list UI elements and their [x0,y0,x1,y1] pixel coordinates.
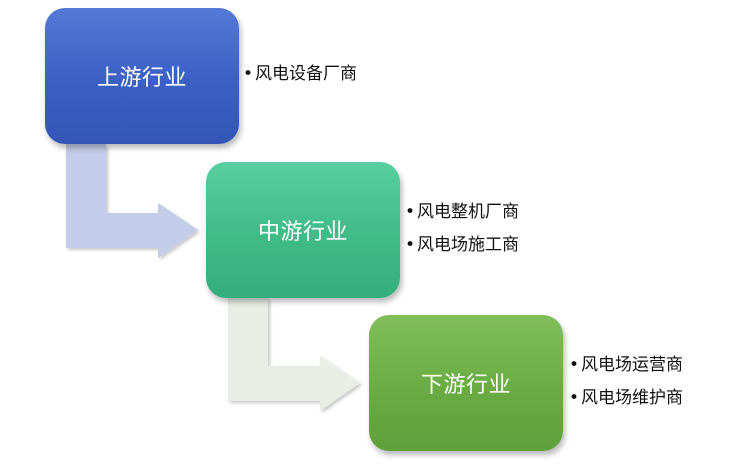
bullet-item: 风电整机厂商 [405,196,519,229]
bullet-item: 风电设备厂商 [243,58,357,91]
stage-midstream-box: 中游行业 [206,162,400,298]
stage-downstream-box: 下游行业 [369,315,563,451]
arrow-upstream-to-midstream [66,144,198,258]
bullet-item: 风电场施工商 [405,229,519,262]
bullet-item: 风电场维护商 [569,382,683,415]
upstream-bullet-list: 风电设备厂商 [243,58,357,91]
stage-upstream-box: 上游行业 [45,8,239,144]
midstream-bullet-list: 风电整机厂商 风电场施工商 [405,196,519,262]
downstream-bullet-list: 风电场运营商 风电场维护商 [569,349,683,415]
stage-downstream-title: 下游行业 [420,373,511,398]
arrow-midstream-to-downstream [228,298,360,411]
stage-upstream-title: 上游行业 [96,66,187,91]
stage-midstream-title: 中游行业 [257,220,348,245]
bullet-item: 风电场运营商 [569,349,683,382]
